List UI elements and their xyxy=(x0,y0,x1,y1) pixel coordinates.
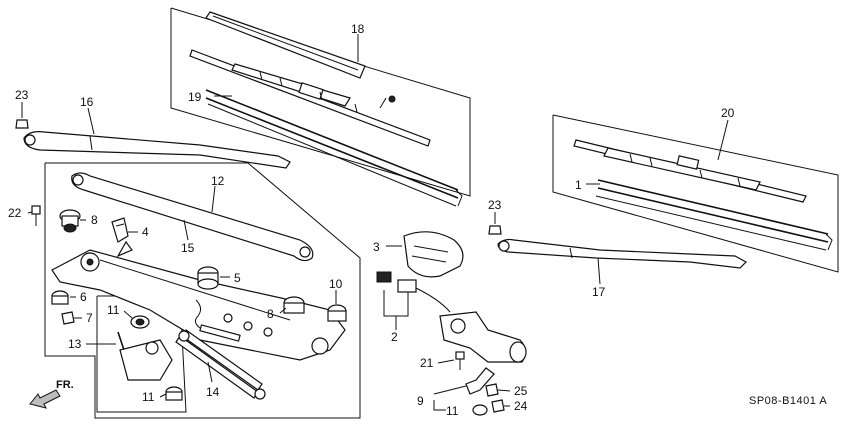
callout-13: 13 xyxy=(68,337,82,351)
callout-11-motor: 11 xyxy=(446,404,459,418)
linkage-base-plate xyxy=(51,240,346,361)
wiper-blade-assembly-20 xyxy=(573,139,807,203)
callout-22: 22 xyxy=(8,206,22,220)
callout-25: 25 xyxy=(514,384,528,398)
bushing-10 xyxy=(327,304,347,322)
linkage-rod-15 xyxy=(71,172,314,262)
callout-9: 9 xyxy=(417,394,424,408)
callout-2: 2 xyxy=(391,330,398,344)
wiper-arm-16 xyxy=(23,131,291,169)
bushing-8-lower xyxy=(283,296,305,314)
callout-15: 15 xyxy=(181,241,195,255)
callout-23-right: 23 xyxy=(488,198,502,212)
callout-6: 6 xyxy=(80,290,87,304)
callout-labels: 1 2 3 4 5 6 7 8 8 9 10 11 11 11 12 13 14… xyxy=(8,22,735,418)
callout-17: 17 xyxy=(592,285,606,299)
callout-18: 18 xyxy=(351,22,365,36)
linkage-group-frame xyxy=(44,162,361,419)
nut-cap-23-right xyxy=(488,212,502,235)
callout-19: 19 xyxy=(188,90,202,104)
nut-7 xyxy=(61,311,75,325)
bushing-11-upper xyxy=(130,315,150,329)
blade-group-frame-right xyxy=(552,114,839,273)
blade-rubber-1 xyxy=(595,179,833,251)
callout-23-left: 23 xyxy=(15,88,29,102)
callout-12: 12 xyxy=(211,174,225,188)
link-rod-14 xyxy=(175,329,266,400)
callout-14: 14 xyxy=(206,385,220,399)
blade-group-frame-left xyxy=(170,7,471,197)
nut-24 xyxy=(491,399,505,413)
bushing-5 xyxy=(197,266,219,290)
bushing-8-upper xyxy=(59,209,81,233)
pivot-13 xyxy=(117,331,173,381)
wiper-arm-17 xyxy=(497,238,747,269)
callout-8-lower: 8 xyxy=(267,307,274,321)
callout-3: 3 xyxy=(373,240,380,254)
direction-label: FR. xyxy=(56,379,74,391)
connector-2 xyxy=(376,271,451,313)
nut-cap-23-left xyxy=(15,102,29,129)
wiper-motor xyxy=(439,311,527,363)
bushing-6 xyxy=(51,290,69,305)
wiper-blade-18 xyxy=(205,11,366,79)
callout-21: 21 xyxy=(420,356,434,370)
callout-11-lower: 11 xyxy=(142,390,155,404)
callout-20: 20 xyxy=(721,106,735,120)
motor-cover-3 xyxy=(403,231,464,278)
part-code: SP08-B1401 A xyxy=(749,395,827,407)
bushing-11-lower xyxy=(165,386,183,401)
bolt-22 xyxy=(31,205,41,226)
callout-8-upper: 8 xyxy=(91,213,98,227)
callout-24: 24 xyxy=(514,399,528,413)
callout-4: 4 xyxy=(142,225,149,239)
bolt-21 xyxy=(455,351,465,370)
nut-25 xyxy=(485,383,499,397)
front-direction-arrow: FR. xyxy=(29,379,74,409)
wiper-blade-assembly-19 xyxy=(189,49,431,147)
blade-rubber-19 xyxy=(205,89,463,207)
bracket-9 xyxy=(465,367,495,395)
leader-lines xyxy=(27,34,729,411)
clip-4 xyxy=(111,217,129,243)
callout-11-upper: 11 xyxy=(107,303,120,317)
callout-10: 10 xyxy=(329,277,343,291)
callout-1: 1 xyxy=(575,178,582,192)
bushing-11-motor xyxy=(472,404,488,416)
callout-5: 5 xyxy=(234,271,241,285)
callout-16: 16 xyxy=(80,95,94,109)
callout-7: 7 xyxy=(86,311,93,325)
